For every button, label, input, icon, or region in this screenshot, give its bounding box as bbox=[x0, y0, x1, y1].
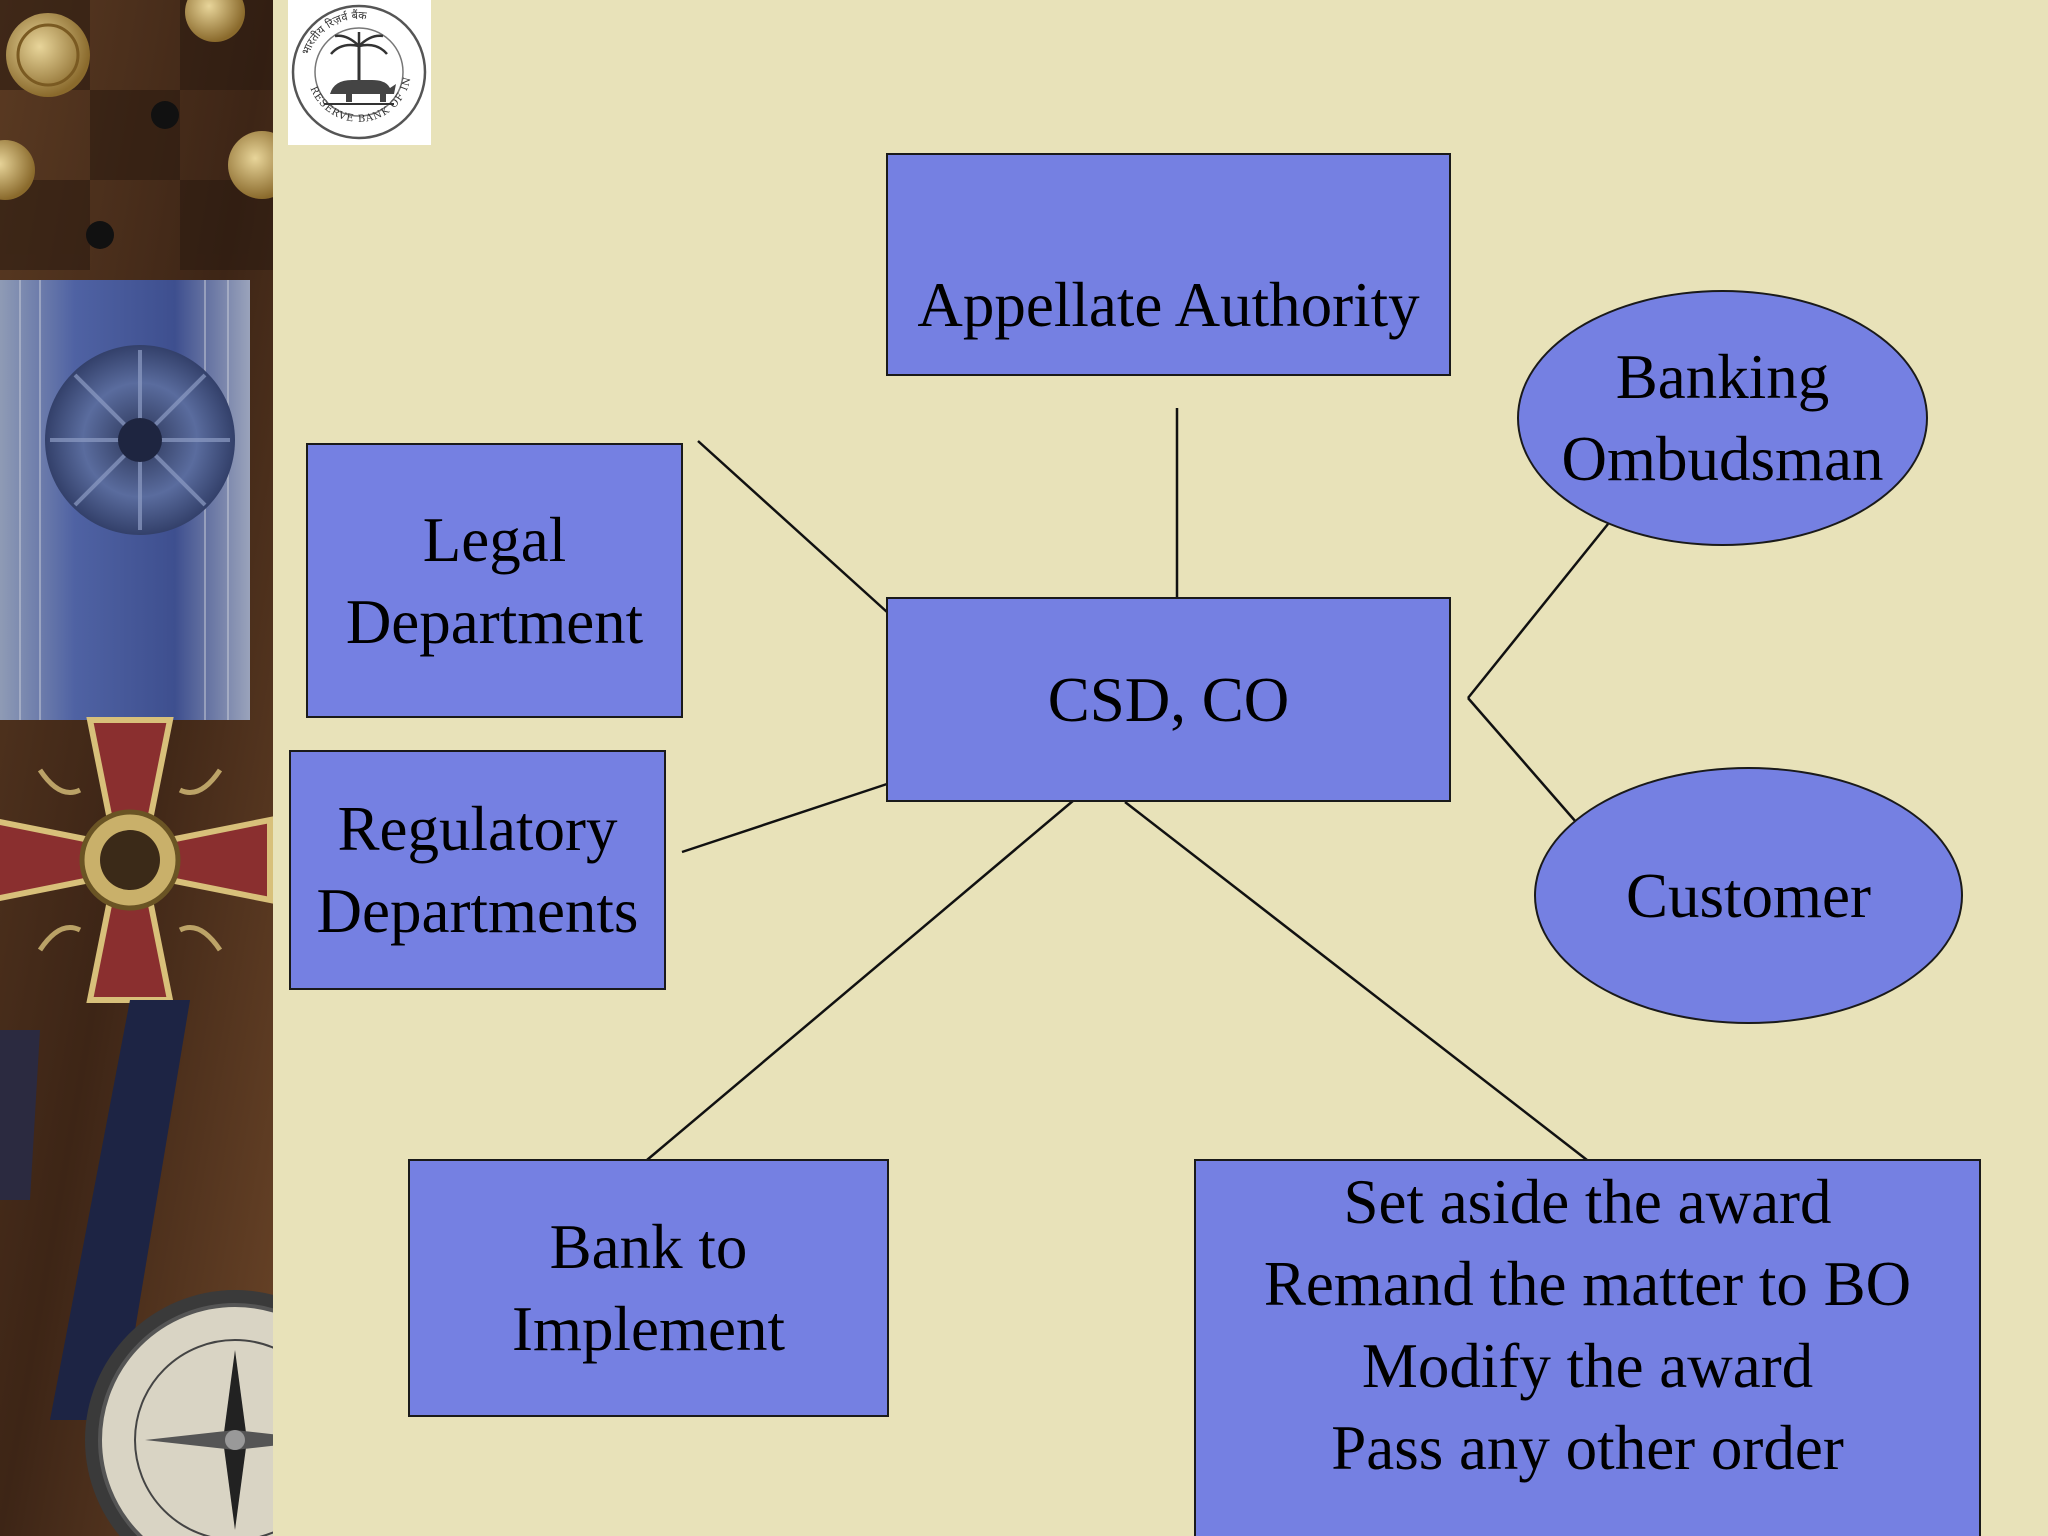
regulatory-departments-box: Regulatory Departments bbox=[289, 750, 666, 990]
connector-legal-csd bbox=[697, 440, 888, 613]
bank-to-implement-label-line1: Bank to bbox=[549, 1212, 748, 1282]
connector-csd-ombudsman bbox=[1467, 523, 1609, 699]
action-other-order: Pass any other order bbox=[1331, 1413, 1844, 1483]
decorative-photo-strip bbox=[0, 0, 273, 1536]
rbi-emblem-icon: भारतीय रिज़र्व बैंक RESERVE BANK OF INDI… bbox=[288, 0, 427, 140]
banking-ombudsman-ellipse: Banking Ombudsman bbox=[1517, 290, 1928, 546]
legal-department-box: Legal Department bbox=[306, 443, 683, 718]
action-remand: Remand the matter to BO bbox=[1263, 1249, 1912, 1319]
bank-to-implement-label-line2: Implement bbox=[512, 1294, 785, 1364]
connector-csd-bank bbox=[646, 783, 1094, 1161]
csd-co-label: CSD, CO bbox=[1047, 664, 1290, 735]
medal-photo-icon bbox=[0, 0, 273, 1536]
customer-label: Customer bbox=[1626, 860, 1871, 931]
regulatory-departments-label-line1: Regulatory bbox=[337, 794, 618, 864]
connector-regulatory-csd bbox=[681, 782, 888, 854]
legal-department-label-line2: Department bbox=[345, 586, 644, 657]
regulatory-departments-label-line2: Departments bbox=[316, 876, 639, 946]
action-set-aside: Set aside the award bbox=[1343, 1167, 1832, 1237]
legal-department-label-line1: Legal bbox=[422, 504, 567, 575]
banking-ombudsman-label-line2: Ombudsman bbox=[1561, 424, 1884, 494]
connector-csd-actions bbox=[1124, 801, 1588, 1161]
banking-ombudsman-label-line1: Banking bbox=[1615, 342, 1830, 412]
rbi-logo: भारतीय रिज़र्व बैंक RESERVE BANK OF INDI… bbox=[288, 0, 431, 145]
appellate-actions-box: Set aside the award Remand the matter to… bbox=[1194, 1159, 1981, 1536]
appellate-authority-label: Appellate Authority bbox=[917, 269, 1420, 340]
connector-csd-customer bbox=[1467, 697, 1577, 823]
csd-co-box: CSD, CO bbox=[886, 597, 1451, 802]
action-modify: Modify the award bbox=[1361, 1331, 1814, 1401]
bank-to-implement-box: Bank to Implement bbox=[408, 1159, 889, 1417]
appellate-authority-box: Appellate Authority bbox=[886, 153, 1451, 376]
customer-ellipse: Customer bbox=[1534, 767, 1963, 1024]
